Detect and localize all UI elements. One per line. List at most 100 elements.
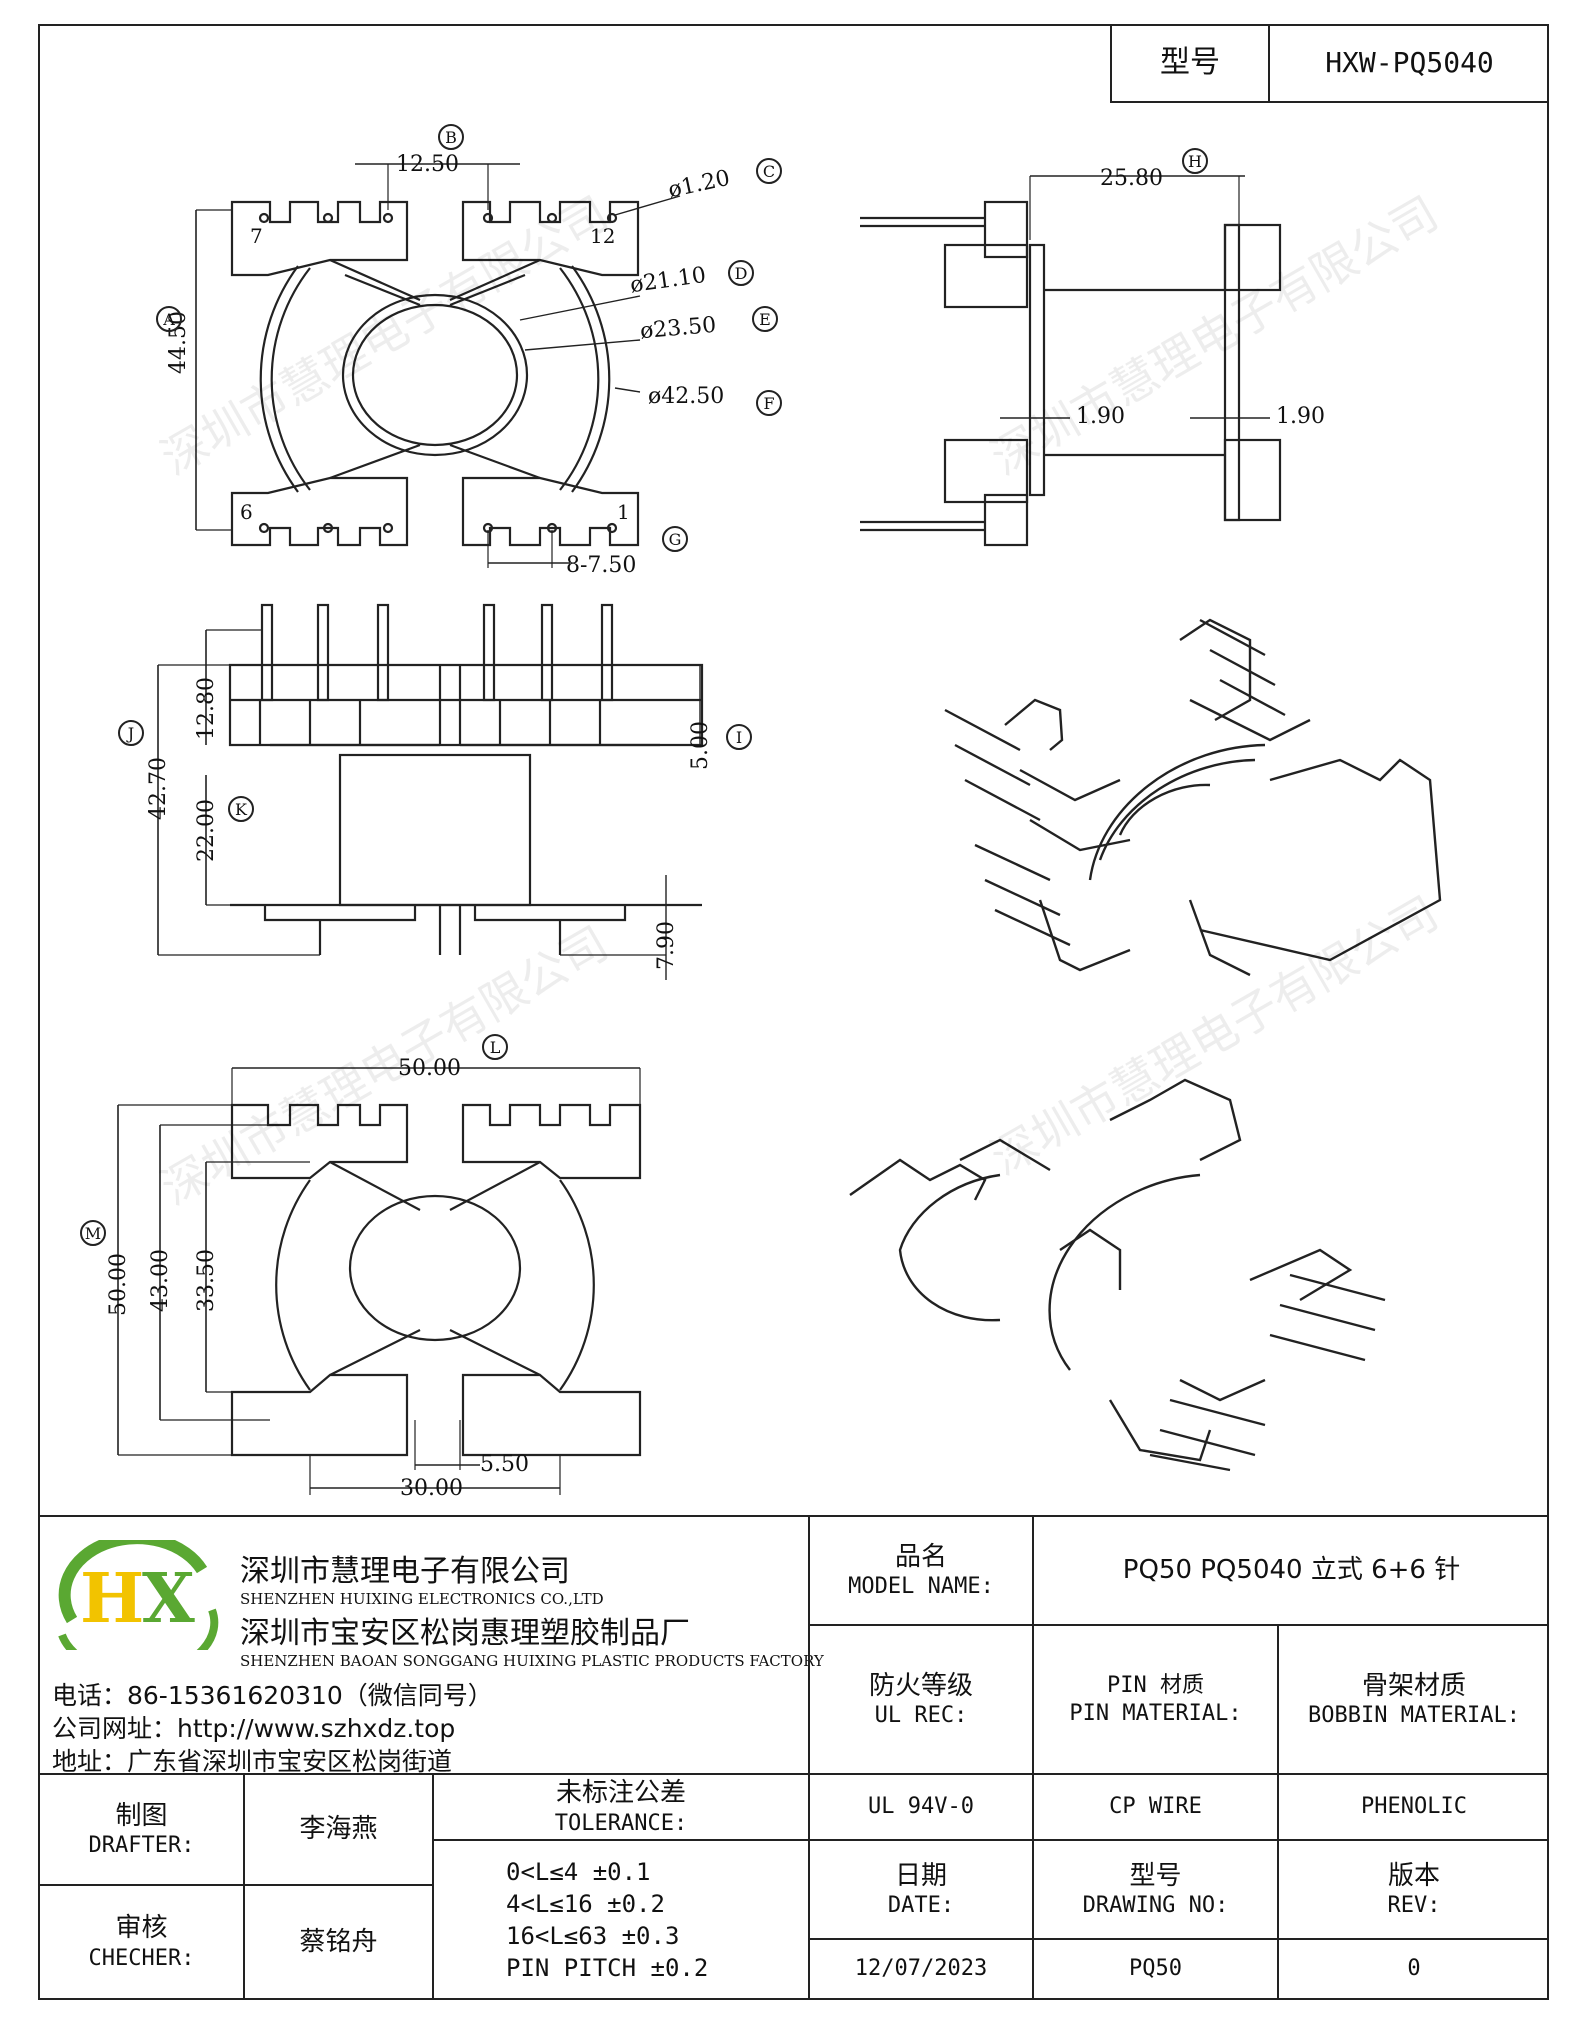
dim-I-value: 12.80 [194,677,219,740]
company-address: 地址：广东省深圳市宝安区松岗街道 [52,1747,453,1776]
pin-label-cell: PIN 材质 PIN MATERIAL: [1032,1624,1279,1775]
ul-value-cell: UL 94V-0 [808,1773,1034,1841]
tolerance-line: 16<L≤63 ±0.3 [506,1921,680,1950]
ref-G: G [662,526,688,552]
drafter-en: DRAFTER: [88,1833,195,1858]
pin-cn: PIN 材质 [1107,1673,1204,1698]
side-view [860,175,1282,547]
model-name-label-cell: 品名 MODEL NAME: [808,1515,1034,1626]
pin-value-cell: CP WIRE [1032,1773,1279,1841]
bobbin-cn: 骨架材质 [1361,1670,1466,1701]
company-website: 公司网址：http://www.szhxdz.top [52,1714,456,1743]
rev-value: 0 [1407,1956,1421,1982]
ref-M: M [80,1220,106,1246]
date-value-cell: 12/07/2023 [808,1938,1034,2000]
company-logo: H X [52,1532,222,1679]
dim-G-value: 8-7.50 [566,553,637,578]
ref-H: H [1182,148,1208,174]
checker-cn: 审核 [115,1913,168,1943]
company-name-cn: 深圳市慧理电子有限公司 [240,1554,570,1589]
rev-en: REV: [1387,1893,1441,1918]
model-name-cn: 品名 [894,1541,947,1572]
rev-cn: 版本 [1387,1860,1440,1891]
ref-D: D [728,260,754,286]
header-model-label-cell: 型号 [1110,24,1270,103]
rev-value-cell: 0 [1277,1938,1549,2000]
dim-bottom-value: 7.90 [654,921,679,970]
dim-H1-value: 1.90 [1076,404,1125,429]
ul-value: UL 94V-0 [868,1794,974,1820]
svg-text:X: X [142,1559,195,1639]
tolerance-en: TOLERANCE: [554,1810,688,1836]
svg-text:H: H [80,1559,144,1639]
drawing-no-value: PQ50 [1129,1956,1182,1982]
ref-B: B [438,124,464,150]
bobbin-value: PHENOLIC [1361,1794,1467,1820]
drawing-no-value-cell: PQ50 [1032,1938,1279,2000]
pin-7-label: 7 [250,224,263,248]
ul-label-cell: 防火等级 UL REC: [808,1624,1034,1775]
isometric-view-top [944,618,1442,977]
bobbin-en: BOBBIN MATERIAL: [1308,1703,1520,1728]
ref-F: F [756,390,782,416]
dim-P2-value: 30.00 [400,1476,463,1501]
rev-label-cell: 版本 REV: [1277,1839,1549,1940]
checker-en: CHECHER: [88,1945,195,1971]
dim-N2-value: 33.50 [194,1249,219,1312]
dim-K-value: 22.00 [194,799,219,862]
header-model-value-cell: HXW-PQ5040 [1268,24,1549,103]
date-cn: 日期 [894,1860,947,1891]
model-name-en: MODEL NAME: [848,1574,994,1599]
dim-J-value: 42.70 [146,757,171,820]
ref-C: C [756,158,782,184]
dim-L-value: 50.00 [398,1056,461,1081]
tolerance-label-cell: 未标注公差 TOLERANCE: [432,1773,810,1841]
ref-L: L [482,1034,508,1060]
date-value: 12/07/2023 [854,1956,988,1982]
isometric-view-bottom [849,1078,1386,1472]
tolerance-line: PIN PITCH ±0.2 [506,1953,709,1982]
dim-I2-value: 5.00 [688,721,713,770]
bobbin-label-cell: 骨架材质 BOBBIN MATERIAL: [1277,1624,1549,1775]
top-view [195,163,681,568]
company-name-en: SHENZHEN HUIXING ELECTRONICS CO.,LTD [240,1590,604,1608]
hx-logo-icon: H X [58,1532,219,1679]
ref-E: E [752,306,778,332]
pin-value: CP WIRE [1109,1794,1202,1820]
header-model-label: 型号 [1160,44,1220,80]
tolerance-line: 4<L≤16 ±0.2 [506,1889,665,1918]
model-name-value: PQ50 PQ5040 立式 6+6 针 [1122,1555,1461,1586]
model-name-value-cell: PQ50 PQ5040 立式 6+6 针 [1032,1515,1549,1626]
ref-A: A [156,306,182,332]
ul-en: UL REC: [874,1703,968,1728]
pin-6-label: 6 [240,500,253,524]
dim-H2-value: 1.90 [1276,404,1325,429]
dim-F-value: ø42.50 [648,384,725,409]
ul-cn: 防火等级 [868,1670,973,1701]
pin-1-label: 1 [617,500,630,524]
tolerance-values-cell: 0<L≤4 ±0.1 4<L≤16 ±0.2 16<L≤63 ±0.3 PIN … [432,1839,810,2000]
bobbin-value-cell: PHENOLIC [1277,1773,1549,1841]
tolerance-line: 0<L≤4 ±0.1 [506,1857,651,1886]
dim-B-value: 12.50 [396,152,459,177]
dim-P1-value: 5.50 [480,1452,529,1477]
bottom-view [117,1067,642,1495]
drawing-no-label-cell: 型号 DRAWING NO: [1032,1839,1279,1940]
dim-H-value: 25.80 [1100,166,1163,191]
front-view [157,603,704,980]
factory-name-cn: 深圳市宝安区松岗惠理塑胶制品厂 [240,1616,690,1651]
pin-en: PIN MATERIAL: [1069,1700,1242,1726]
drawing-no-cn: 型号 [1129,1860,1182,1891]
drafter-cn: 制图 [115,1800,168,1831]
tolerance-cn: 未标注公差 [555,1778,686,1808]
drawing-no-en: DRAWING NO: [1082,1893,1229,1918]
checker-value-cell: 蔡铭舟 [243,1884,434,2000]
ref-I: I [726,724,752,750]
date-en: DATE: [887,1893,955,1918]
date-label-cell: 日期 DATE: [808,1839,1034,1940]
pin-12-label: 12 [590,224,616,248]
factory-name-en: SHENZHEN BAOAN SONGGANG HUIXING PLASTIC … [240,1652,824,1670]
checker-label-cell: 审核 CHECHER: [38,1884,245,2000]
dim-N1-value: 43.00 [148,1249,173,1312]
header-model-value: HXW-PQ5040 [1325,46,1494,79]
